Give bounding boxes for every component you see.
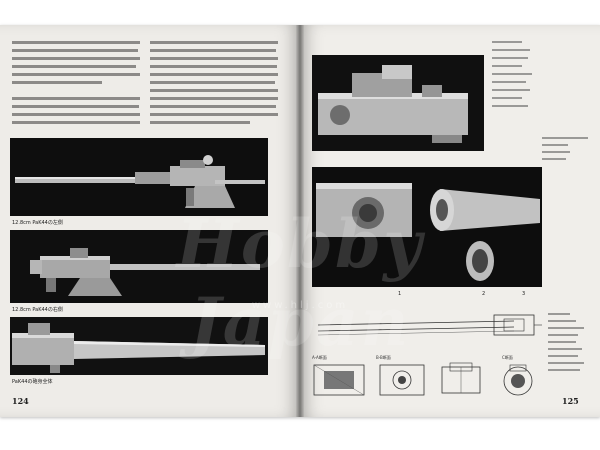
right-page-number: 125 <box>562 396 579 406</box>
gun-photo-right-side <box>10 230 268 303</box>
cross-section-c-view <box>434 361 488 399</box>
cross-section-c-label: C断面 <box>502 355 513 360</box>
callout-1: 1 <box>398 291 402 297</box>
barrel-technical-diagram <box>314 305 544 345</box>
cross-section-b-label: B-B断面 <box>376 355 391 360</box>
book-gutter <box>296 25 304 417</box>
cross-section-b: B-B断面 <box>374 355 430 397</box>
gun-photo-left-side <box>10 138 268 216</box>
caption-right-side: 12.8cm PaK44の右側 <box>12 307 63 313</box>
cross-section-c: C断面 <box>492 355 546 397</box>
breech-photo <box>312 55 484 151</box>
breech-ring-photo <box>312 167 542 287</box>
cross-section-a-label: A-A断面 <box>312 355 327 360</box>
right-page: 1 2 3 A-A断面 <box>300 25 600 417</box>
callout-3: 3 <box>522 291 526 297</box>
book-spread: 12.8cm PaK44の左側 12.8cm PaK44の右側 <box>0 25 600 417</box>
left-page-number: 124 <box>12 396 29 406</box>
cross-section-a: A-A断面 <box>310 355 370 397</box>
caption-left-side: 12.8cm PaK44の左側 <box>12 220 63 226</box>
caption-barrel: PaK44の砲身全体 <box>12 379 53 385</box>
left-page: 12.8cm PaK44の左側 12.8cm PaK44の右側 <box>0 25 300 417</box>
callout-2: 2 <box>482 291 486 297</box>
gun-barrel-photo <box>10 317 268 375</box>
